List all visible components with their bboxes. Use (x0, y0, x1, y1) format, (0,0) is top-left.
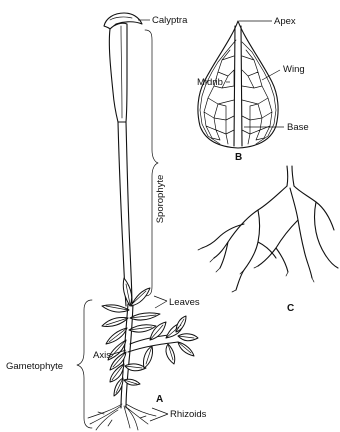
label-midrib: Midrib (197, 77, 223, 88)
label-calyptra: Calyptra (152, 15, 188, 26)
rhizoids-shape (88, 404, 156, 430)
sporophyte-bracket (145, 30, 158, 296)
label-wing: Wing (283, 64, 305, 75)
label-gametophyte: Gametophyte (6, 361, 63, 372)
label-letter-b: B (235, 152, 242, 163)
label-letter-a: A (156, 394, 163, 405)
panel-a-moss-plant (77, 13, 198, 430)
label-axis: Axis (93, 350, 111, 361)
capsule-shape (109, 23, 127, 122)
label-rhizoids: Rhizoids (170, 409, 207, 420)
panel-c-rhizoid (198, 166, 338, 292)
leaves-cluster (102, 278, 198, 396)
label-letter-c: C (287, 303, 294, 314)
label-apex: Apex (274, 16, 296, 27)
label-base: Base (287, 122, 309, 133)
label-sporophyte: Sporophyte (155, 175, 166, 224)
label-leaves: Leaves (169, 297, 200, 308)
gametophyte-brace (77, 300, 92, 428)
